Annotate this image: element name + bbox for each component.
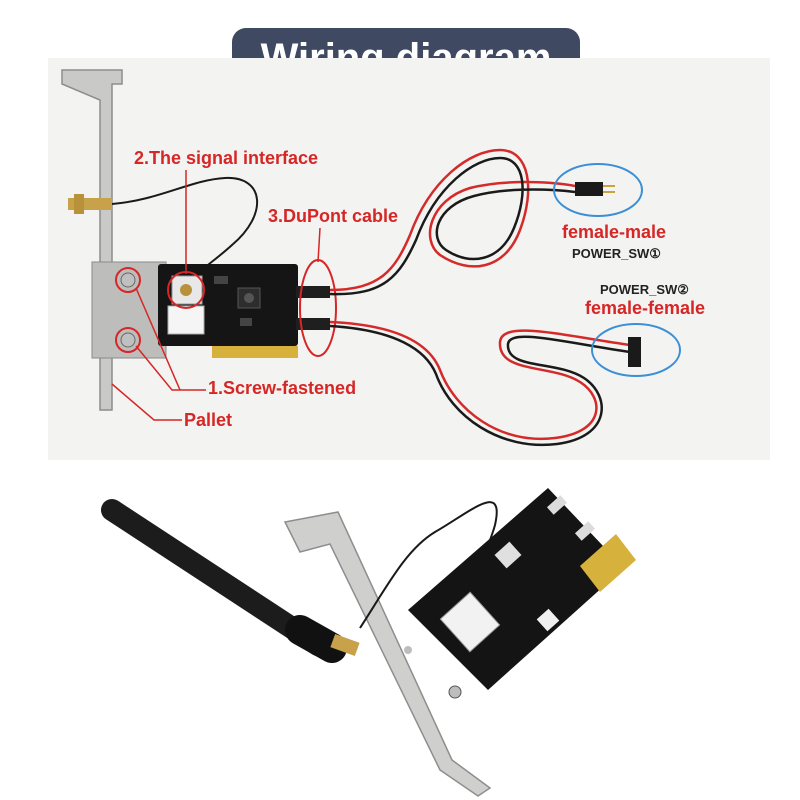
mounting-bracket-product — [283, 511, 492, 797]
callout-lines — [111, 170, 321, 421]
product-photo — [101, 488, 636, 797]
label-power-sw1: POWER_SW① — [572, 246, 661, 261]
screw-bottom — [115, 327, 141, 353]
wiring-illustration — [61, 69, 681, 447]
label-pallet: Pallet — [184, 410, 233, 430]
pcb-board — [158, 264, 298, 358]
header-pins — [296, 286, 330, 330]
label-screw-fastened: 1.Screw-fastened — [208, 378, 357, 398]
antenna-connector — [68, 194, 112, 214]
female-female-highlight — [591, 323, 681, 377]
antenna — [101, 499, 360, 663]
screw-top — [115, 267, 141, 293]
female-female-connector — [628, 337, 641, 367]
dupont-highlight — [299, 259, 337, 357]
cable-power-sw2 — [329, 320, 641, 447]
pcb-board-product — [404, 488, 636, 699]
wiring-photo — [48, 58, 770, 460]
cable-power-sw1 — [329, 148, 615, 296]
label-female-female: female-female — [585, 298, 706, 318]
female-male-connector — [575, 182, 603, 196]
label-female-male: female-male — [562, 222, 667, 242]
label-dupont-cable: 3.DuPont cable — [268, 206, 399, 226]
label-power-sw2: POWER_SW② — [600, 282, 689, 297]
female-male-highlight — [553, 163, 643, 217]
label-signal-interface: 2.The signal interface — [134, 148, 319, 168]
mounting-bracket — [61, 69, 167, 411]
